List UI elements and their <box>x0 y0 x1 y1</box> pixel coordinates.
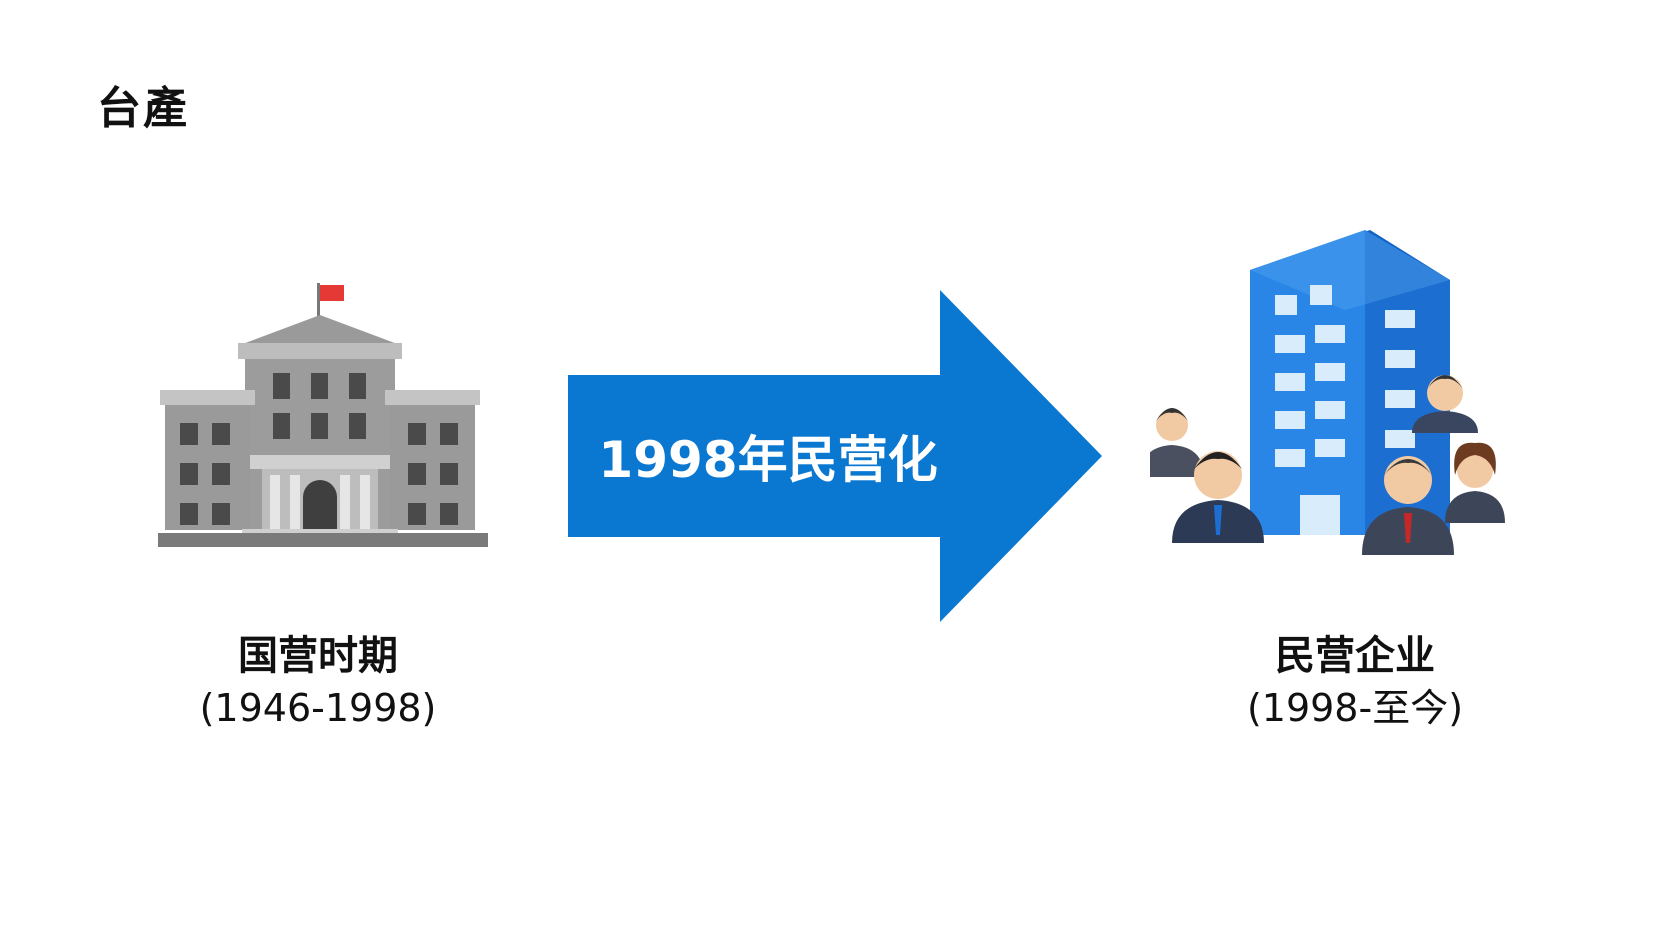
corporate-office-icon <box>1150 230 1505 555</box>
private-enterprise-label: 民营企业 <box>1275 633 1435 679</box>
private-enterprise-caption: 民营企业 (1998-至今) <box>1175 630 1535 734</box>
state-owned-label: 国营时期 <box>238 633 398 679</box>
arrow-label: 1998年民营化 <box>598 431 938 489</box>
state-owned-period-caption: 国营时期 (1946-1998) <box>138 630 498 734</box>
private-enterprise-years: (1998-至今) <box>1246 686 1464 730</box>
page-title: 台產 <box>97 83 189 134</box>
state-owned-years: (1946-1998) <box>199 686 437 730</box>
government-building-icon <box>158 283 488 547</box>
transition-arrow <box>568 290 1102 622</box>
